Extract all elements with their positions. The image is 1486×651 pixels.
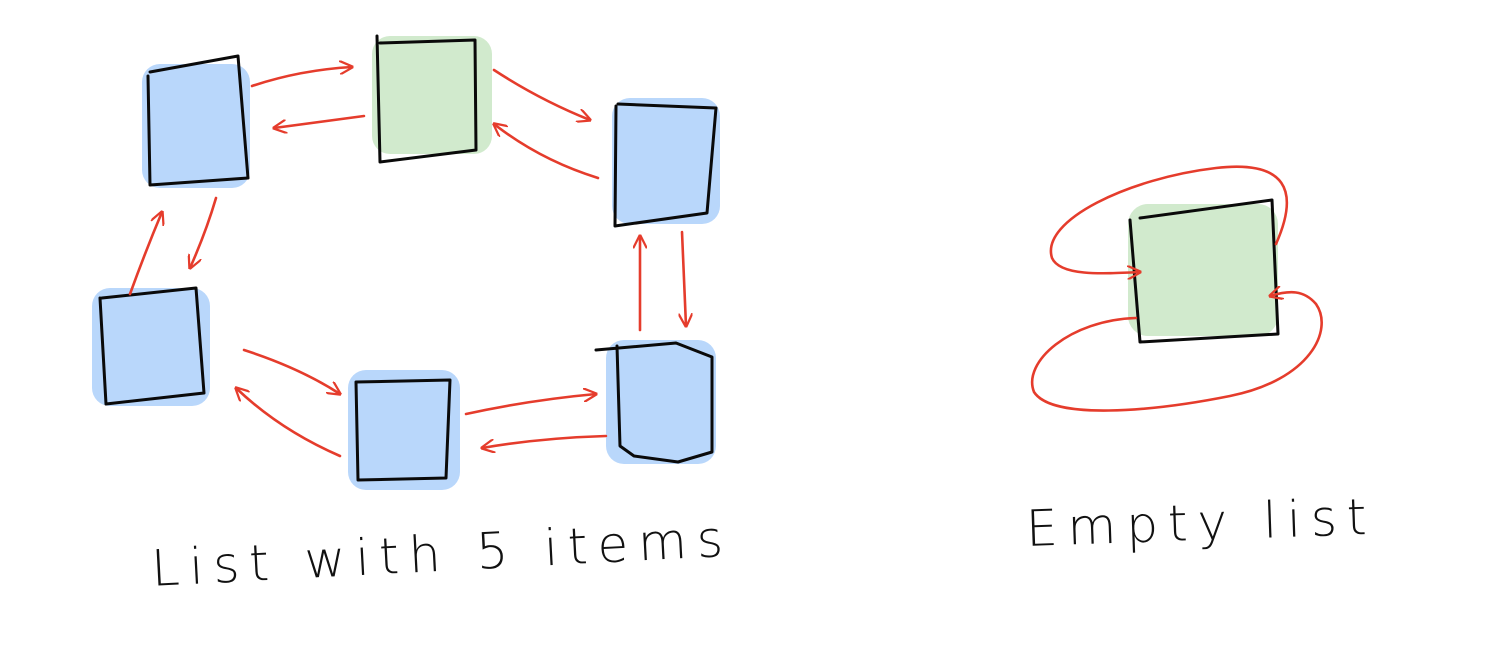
prev-self-loop [1030, 292, 1323, 412]
caption-empty-list: Empty list [1025, 487, 1378, 558]
list-node-2 [92, 286, 210, 406]
arrow-node4-to-node3 [482, 434, 608, 448]
self-loop-arrows [1030, 165, 1323, 412]
list-node-5 [612, 98, 720, 228]
empty-list-diagram [1030, 165, 1323, 412]
link-arrows [128, 67, 686, 458]
arrow-node1-to-sentinel [250, 67, 352, 88]
list-node-1 [142, 54, 250, 188]
arrow-node2-to-node3 [242, 348, 340, 394]
arrow-node1-to-node2 [190, 196, 218, 268]
next-self-loop [1049, 165, 1289, 274]
list-node-4 [594, 340, 716, 464]
list-with-5-items-diagram [92, 34, 720, 490]
arrow-node5-to-node4 [682, 230, 686, 326]
empty-sentinel-node [1128, 198, 1280, 344]
arrow-node5-to-sentinel [494, 124, 600, 180]
sentinel-node [372, 34, 492, 164]
list-node-3 [348, 370, 460, 490]
arrow-node2-to-node1 [128, 212, 162, 296]
arrow-node3-to-node2 [236, 388, 342, 458]
arrow-sentinel-to-node1 [274, 114, 366, 128]
arrow-node3-to-node4 [464, 394, 596, 416]
arrow-sentinel-to-node5 [492, 68, 590, 120]
